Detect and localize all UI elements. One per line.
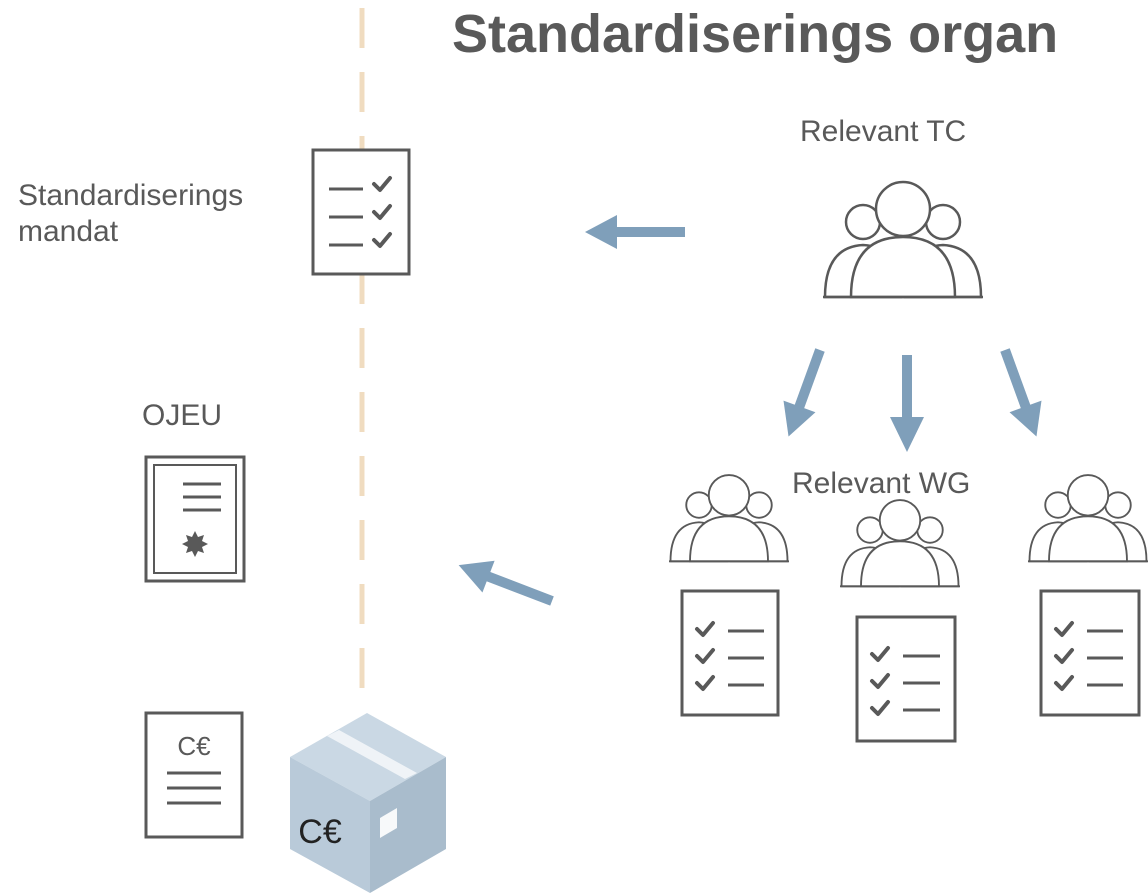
ce-mark-doc: C€ (177, 731, 211, 761)
wg-group-icon-2 (839, 499, 961, 588)
ojeu-certificate-icon (144, 455, 246, 583)
wg-group-icon-1 (668, 474, 790, 563)
page-title: Standardiserings organ (452, 4, 1059, 64)
package-icon: C€ (290, 713, 446, 893)
mandate-label-line-1: Standardiserings (18, 179, 244, 212)
ce-document-icon: C€ (144, 711, 244, 839)
mandate-checklist-icon (311, 148, 411, 276)
mandate-label: Standardiserings mandat (18, 178, 243, 250)
relevant-tc-group-icon (821, 180, 985, 299)
wg-checklist-icon-3 (1039, 589, 1141, 717)
relevant-tc-label: Relevant TC (800, 115, 967, 148)
ce-mark-box: C€ (298, 813, 342, 851)
ojeu-label: OJEU (142, 399, 223, 432)
wg-group-icon-3 (1027, 474, 1148, 563)
arrow-to-mandate-icon (585, 215, 685, 249)
relevant-wg-label: Relevant WG (792, 467, 971, 500)
mandate-label-line-2: mandat (18, 215, 119, 248)
arrow-down-right-icon (1000, 348, 1042, 437)
arrow-down-center-icon (890, 355, 924, 452)
arrow-down-left-icon (783, 348, 825, 437)
arrows (458, 215, 1042, 606)
wg-checklist-icon-2 (855, 615, 957, 743)
wg-checklist-icon-1 (680, 589, 780, 717)
arrow-to-ojeu-icon (458, 560, 554, 606)
seal-icon (182, 531, 208, 557)
